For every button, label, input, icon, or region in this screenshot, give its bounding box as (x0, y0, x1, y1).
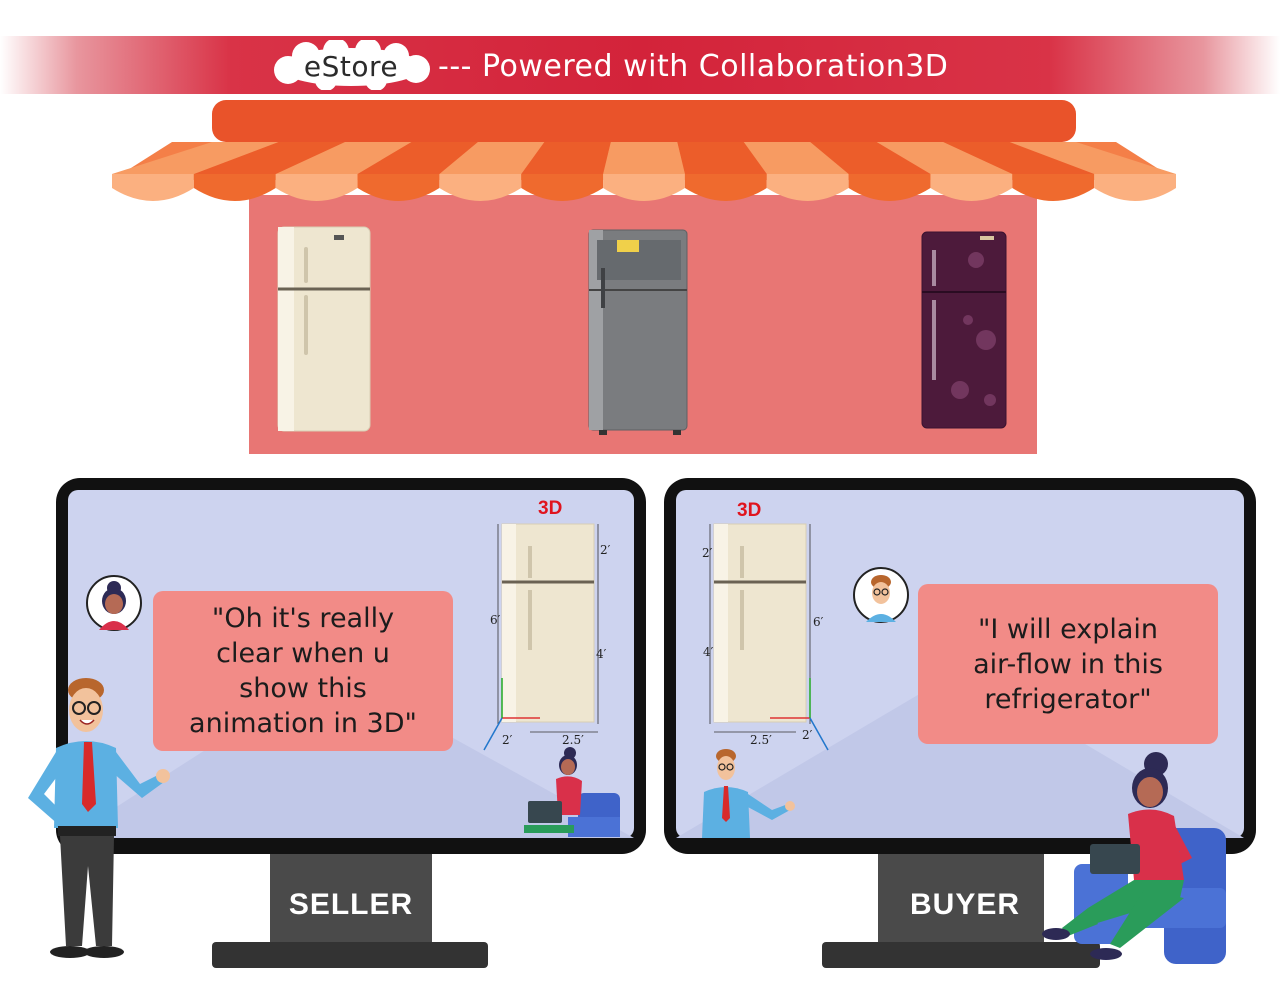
seller-dim-right: 4′ (596, 647, 607, 661)
buyer-figure (1042, 752, 1226, 964)
buyer-figure-small (524, 747, 620, 837)
silver-refrigerator-icon (588, 229, 688, 435)
awning-stripe (810, 142, 931, 174)
header-banner (0, 36, 1280, 94)
seller-dim-left: 6′ (490, 613, 501, 627)
awning-stripe (1009, 142, 1176, 174)
awning-scallop (930, 174, 1013, 201)
awning-scallop (684, 174, 767, 201)
awning-scallop (275, 174, 358, 201)
awning-stripe (357, 142, 478, 174)
buyer-dim-width: 2.5′ (750, 733, 772, 747)
store-name: eStore (303, 49, 399, 83)
awning-stripe (603, 142, 685, 174)
awning-stripe (439, 142, 545, 174)
awning-stripe (521, 142, 611, 174)
seller-speech-bubble: "Oh it's really clear when u show this a… (153, 591, 453, 751)
tagline: --- Powered with Collaboration3D (438, 48, 949, 84)
beige-refrigerator-icon (277, 226, 371, 432)
seller-avatar-icon (853, 567, 909, 623)
buyer-3d-badge: 3D (737, 500, 762, 521)
seller-dim-top: 2′ (600, 543, 611, 557)
awning-scallop (439, 174, 522, 201)
seller-figure-small (702, 749, 795, 838)
store-awning (112, 100, 1176, 201)
seller-dim-width: 2.5′ (562, 733, 584, 747)
awning-scallop (1094, 174, 1176, 201)
awning-scallop (848, 174, 931, 201)
buyer-dim-left: 4′ (703, 645, 714, 659)
awning-stripe (743, 142, 849, 174)
buyer-dim-top: 2′ (702, 546, 713, 560)
buyer-label: BUYER (909, 888, 1020, 921)
awning-scallop (193, 174, 276, 201)
buyer-3d-fridge-diagram (709, 523, 829, 751)
seller-figure (28, 678, 170, 958)
awning-stripe (943, 142, 1095, 174)
buyer-dim-depth: 2′ (802, 728, 813, 742)
awning-stripe (193, 142, 345, 174)
awning-scallop (357, 174, 440, 201)
cloud-badge (274, 40, 430, 90)
awning-stripe (275, 142, 412, 174)
awning-scallop (112, 174, 194, 201)
purple-floral-refrigerator-icon (921, 231, 1007, 429)
awning-scallop (1012, 174, 1095, 201)
awning-scallop (766, 174, 849, 201)
seller-dim-depth: 2′ (502, 733, 513, 747)
buyer-avatar-icon (86, 575, 142, 631)
buyer-dim-right: 6′ (813, 615, 824, 629)
seller-3d-fridge-diagram (483, 523, 599, 751)
awning-stripe (876, 142, 1013, 174)
buyer-speech-bubble: "I will explain air-flow in this refrige… (918, 584, 1218, 744)
awning-scallop (521, 174, 604, 201)
awning-stripe (677, 142, 767, 174)
awning-scallop (603, 174, 685, 201)
awning-stripe (112, 142, 279, 174)
seller-label: SELLER (288, 888, 414, 921)
seller-3d-badge: 3D (538, 498, 563, 519)
